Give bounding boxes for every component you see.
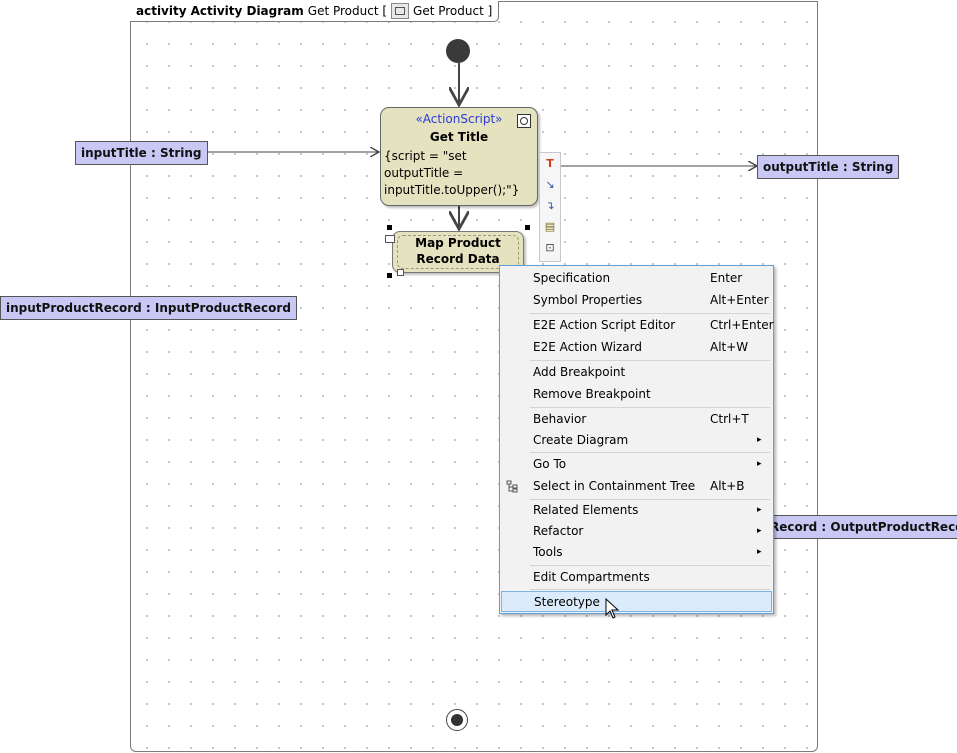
menu-item-refactor[interactable]: Refactor ▸: [500, 521, 773, 542]
menu-separator: [530, 407, 770, 408]
selection-handle[interactable]: [387, 273, 392, 278]
view-icon[interactable]: ⊡: [545, 241, 555, 254]
menu-item-label: Tools: [533, 545, 563, 559]
menu-item-label: Symbol Properties: [533, 293, 643, 307]
menu-item-shortcut: Ctrl+Enter: [710, 318, 774, 332]
flow-icon[interactable]: ↘: [545, 178, 555, 191]
action-stereotype: «ActionScript»: [415, 112, 503, 126]
activity-final-node[interactable]: [446, 709, 468, 731]
pin-toggle-icon[interactable]: [385, 235, 395, 243]
menu-item-label: Edit Compartments: [533, 570, 650, 584]
menu-item-specification[interactable]: Specification Enter: [500, 268, 773, 289]
submenu-arrow-icon: ▸: [757, 435, 762, 445]
menu-separator: [530, 313, 770, 314]
menu-item-create-diagram[interactable]: Create Diagram ▸: [500, 430, 773, 451]
menu-item-label: E2E Action Script Editor: [533, 318, 676, 332]
menu-item-remove-breakpoint[interactable]: Remove Breakpoint: [500, 384, 773, 405]
menu-item-select-in-containment-tree[interactable]: Select in Containment Tree Alt+B: [500, 476, 773, 497]
pin-output-title[interactable]: outputTitle : String: [757, 155, 900, 179]
menu-item-label: Create Diagram: [533, 433, 629, 447]
pin-output-product-record[interactable]: Record : OutputProductRecord: [764, 515, 957, 539]
action-name: Get Title: [429, 130, 489, 144]
menu-item-label: Select in Containment Tree: [533, 479, 696, 493]
pin-input-title[interactable]: inputTitle : String: [75, 141, 208, 165]
menu-separator: [530, 452, 770, 453]
menu-item-e2e-action-script-editor[interactable]: E2E Action Script Editor Ctrl+Enter: [500, 315, 774, 336]
resize-grip-icon[interactable]: [397, 269, 404, 276]
menu-separator: [530, 360, 770, 361]
menu-item-go-to[interactable]: Go To ▸: [500, 454, 773, 475]
frame-title: Activity Diagram: [190, 4, 304, 18]
frame-keyword: activity: [136, 4, 187, 18]
initial-node[interactable]: [446, 39, 470, 63]
action-inner-border: [397, 235, 519, 269]
frame-name-right: Get Product ]: [413, 4, 493, 18]
menu-item-label: Specification: [533, 271, 611, 285]
menu-item-stereotype[interactable]: Stereotype: [501, 591, 772, 612]
menu-item-shortcut: Enter: [710, 271, 743, 285]
smart-manipulator-toolbar: T ↘ ↴ ▤ ⊡: [539, 152, 561, 262]
frame-header: activity Activity Diagram Get Product [ …: [130, 1, 500, 22]
tree-icon: [506, 480, 518, 493]
menu-item-symbol-properties[interactable]: Symbol Properties Alt+Enter: [500, 290, 773, 311]
frame-name-left: Get Product [: [307, 4, 388, 18]
menu-item-label: Add Breakpoint: [533, 365, 626, 379]
menu-item-add-breakpoint[interactable]: Add Breakpoint: [500, 362, 773, 383]
mouse-cursor-icon: [605, 598, 620, 619]
menu-item-behavior[interactable]: Behavior Ctrl+T: [500, 409, 773, 430]
menu-separator: [530, 565, 770, 566]
selection-handle[interactable]: [525, 225, 530, 230]
menu-item-label: Related Elements: [533, 503, 639, 517]
submenu-arrow-icon: ▸: [757, 459, 762, 469]
menu-separator: [530, 499, 770, 500]
submenu-arrow-icon: ▸: [757, 547, 762, 557]
menu-item-e2e-action-wizard[interactable]: E2E Action Wizard Alt+W: [500, 337, 773, 358]
action-get-title[interactable]: «ActionScript» Get Title {script = "set …: [380, 107, 538, 206]
note-icon[interactable]: ▤: [544, 220, 556, 233]
menu-item-tools[interactable]: Tools ▸: [500, 542, 773, 563]
menu-item-related-elements[interactable]: Related Elements ▸: [500, 500, 773, 521]
menu-item-shortcut: Alt+Enter: [710, 293, 769, 307]
context-menu: Specification Enter Symbol Properties Al…: [499, 265, 774, 614]
selection-handle[interactable]: [387, 225, 392, 230]
action-script-icon: [517, 114, 531, 128]
menu-item-label: Remove Breakpoint: [533, 387, 651, 401]
menu-item-label: Refactor: [533, 524, 584, 538]
action-name: Map Product Record Data: [415, 236, 501, 266]
menu-separator: [530, 589, 770, 590]
menu-item-edit-compartments[interactable]: Edit Compartments: [500, 567, 773, 588]
menu-item-label: Stereotype: [534, 595, 600, 609]
text-icon[interactable]: T: [546, 157, 554, 170]
menu-item-label: Behavior: [533, 412, 587, 426]
menu-item-label: E2E Action Wizard: [533, 340, 642, 354]
action-script-body: {script = "set outputTitle = inputTitle.…: [384, 149, 520, 197]
pin-input-product-record[interactable]: inputProductRecord : InputProductRecord: [0, 296, 297, 320]
menu-item-shortcut: Ctrl+T: [710, 412, 749, 426]
activity-diagram-icon: [391, 3, 410, 19]
connector-icon[interactable]: ↴: [545, 199, 555, 212]
submenu-arrow-icon: ▸: [757, 526, 762, 536]
menu-item-shortcut: Alt+W: [710, 340, 749, 354]
submenu-arrow-icon: ▸: [757, 505, 762, 515]
menu-item-shortcut: Alt+B: [710, 479, 745, 493]
menu-item-label: Go To: [533, 457, 567, 471]
